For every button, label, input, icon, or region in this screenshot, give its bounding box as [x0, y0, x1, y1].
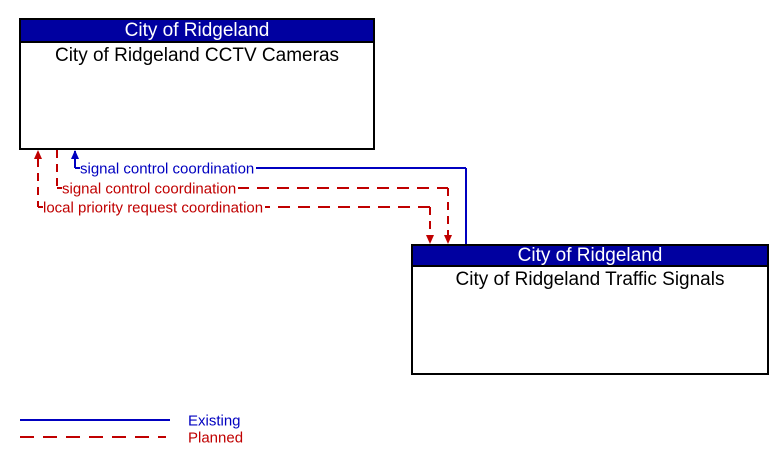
element-box-cctv-cameras[interactable]: City of Ridgeland City of Ridgeland CCTV…: [19, 18, 375, 150]
element-box-traffic-signals-title: City of Ridgeland Traffic Signals: [455, 269, 725, 290]
flow-label-signal-control-existing[interactable]: signal control coordination: [80, 160, 257, 178]
flow-label-local-priority-request-planned[interactable]: local priority request coordination: [43, 199, 266, 217]
legend-label-planned: Planned: [188, 429, 244, 447]
element-box-cctv-header: City of Ridgeland: [21, 20, 373, 43]
flow-label-signal-control-planned[interactable]: signal control coordination: [62, 180, 239, 198]
arrowhead-up-existing-signal-control: [71, 150, 79, 159]
element-box-cctv-title: City of Ridgeland CCTV Cameras: [54, 45, 340, 66]
element-box-traffic-signals-header: City of Ridgeland: [413, 246, 767, 267]
arrowhead-down-planned-signal-control: [444, 235, 452, 244]
element-box-traffic-signals[interactable]: City of Ridgeland City of Ridgeland Traf…: [411, 244, 769, 375]
legend-label-existing: Existing: [188, 412, 241, 430]
arrowhead-down-planned-local-priority: [426, 235, 434, 244]
arrowhead-up-planned-local-priority: [34, 150, 42, 159]
